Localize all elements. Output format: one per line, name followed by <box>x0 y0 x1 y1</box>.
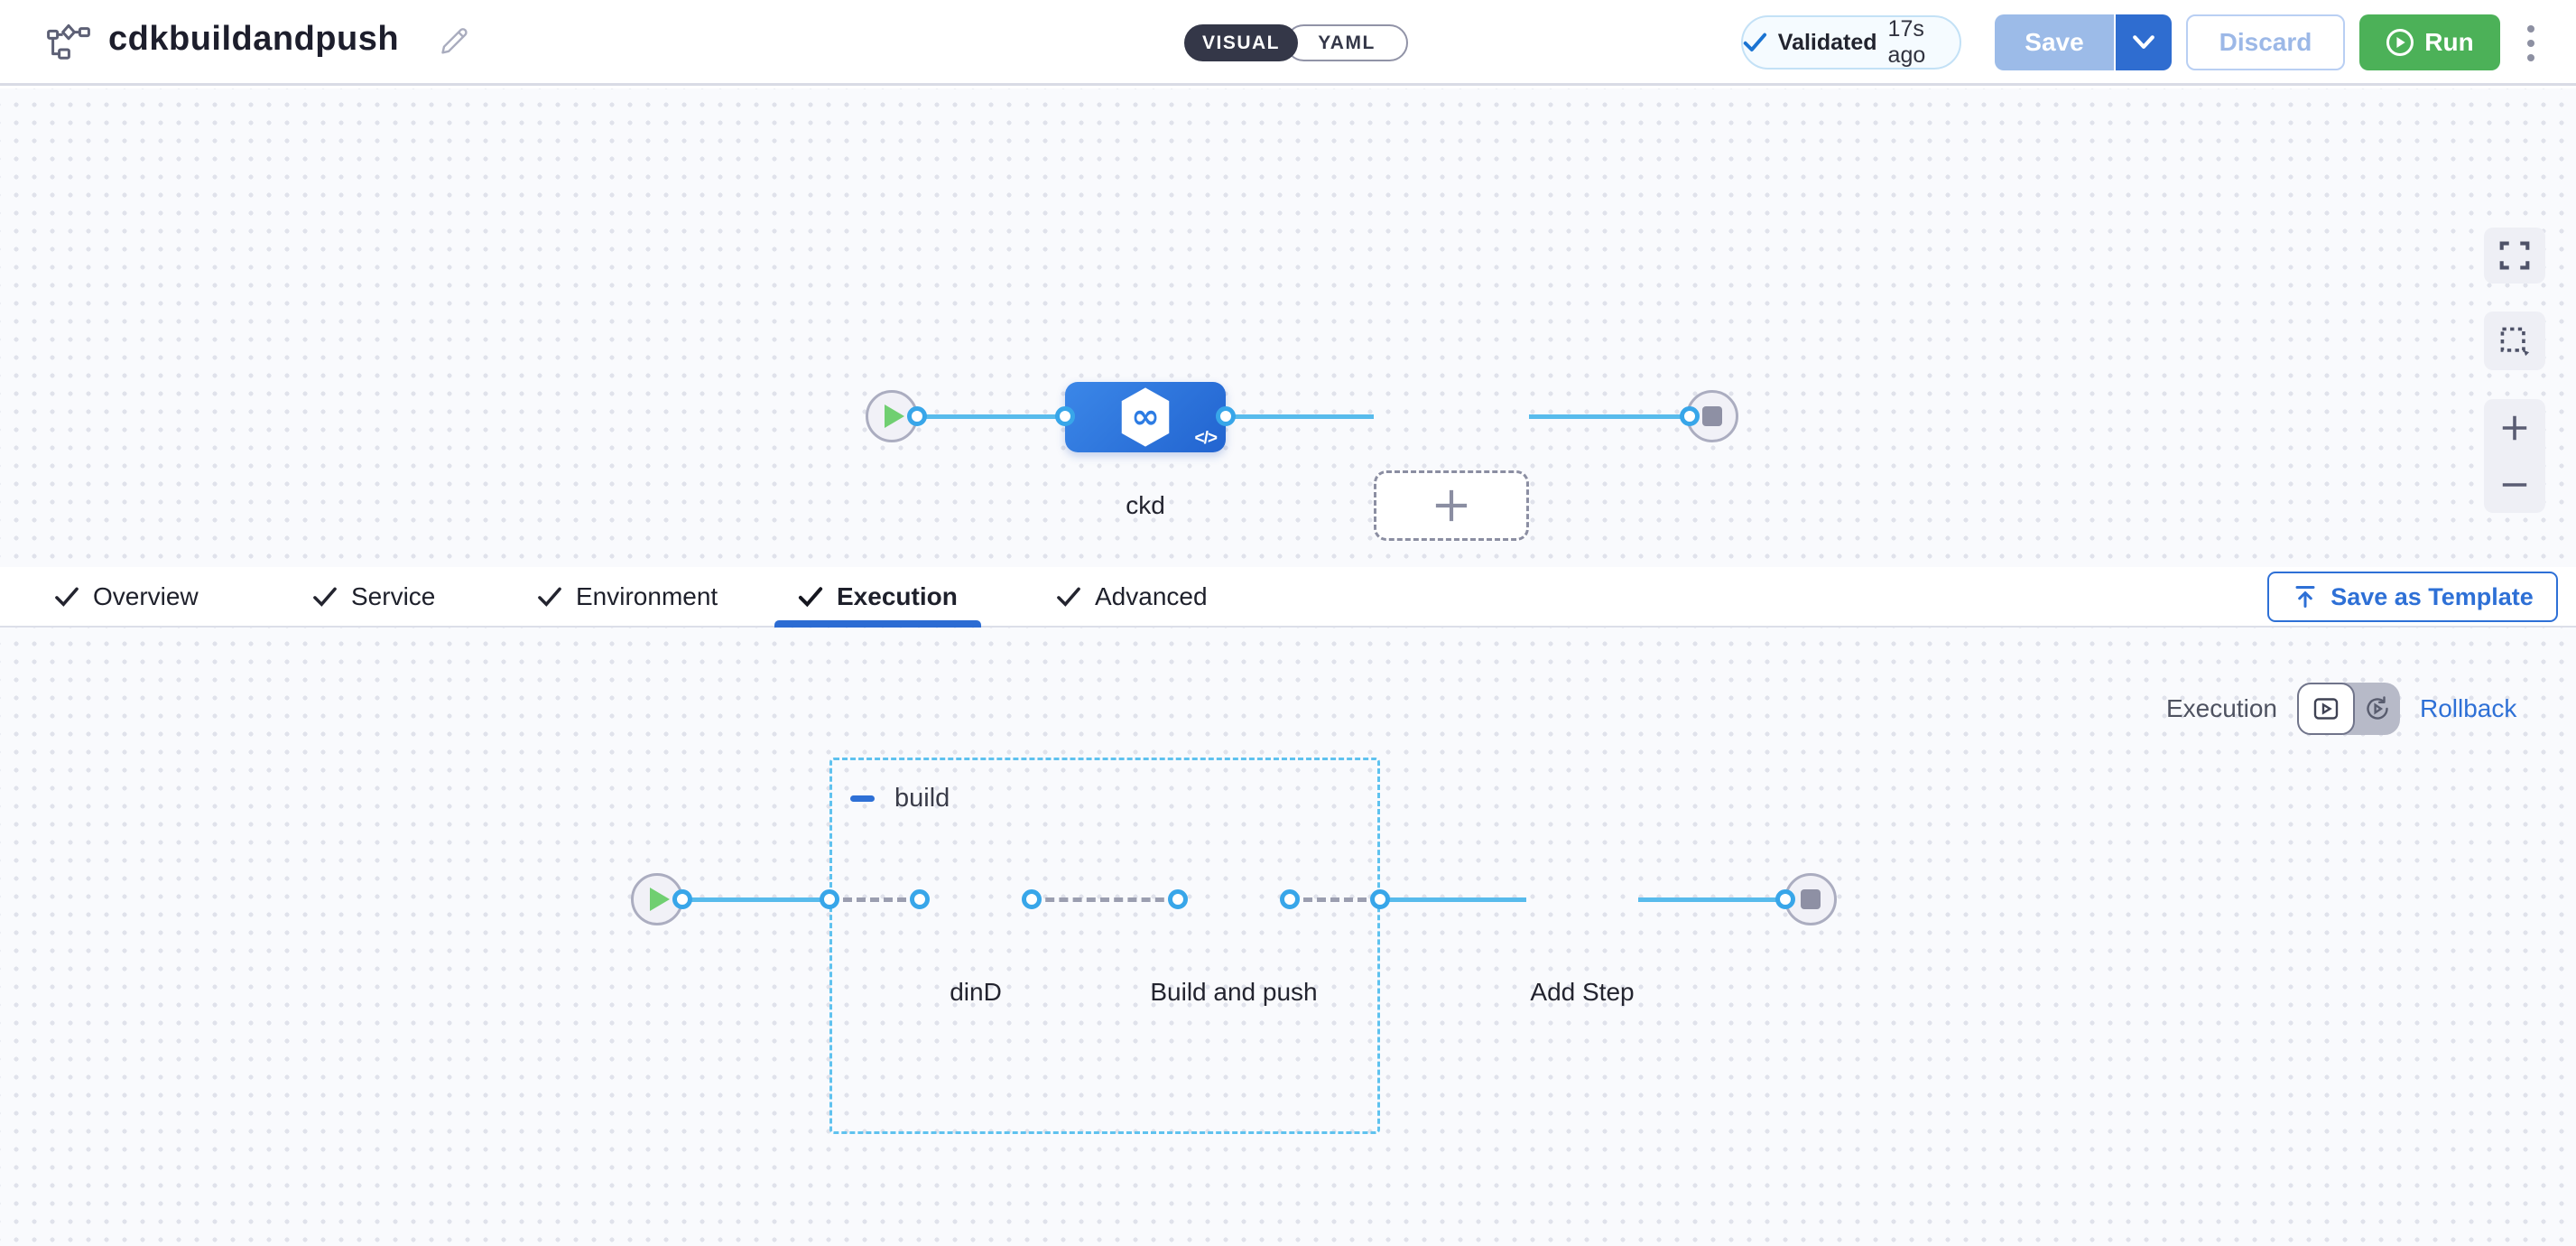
add-step-label: Add Step <box>1530 978 1635 1006</box>
save-options-button[interactable] <box>2116 14 2172 70</box>
tab-label: Advanced <box>1095 581 1208 610</box>
more-options-kebab[interactable] <box>2518 20 2544 67</box>
port-exec-end-in[interactable] <box>1775 889 1795 909</box>
play-icon <box>650 888 670 911</box>
upload-icon <box>2295 586 2315 608</box>
tab-label: Overview <box>93 581 199 610</box>
execution-segment-button[interactable] <box>2296 683 2355 735</box>
save-button[interactable]: Save <box>1995 14 2114 70</box>
visual-toggle-button[interactable]: VISUAL <box>1184 24 1298 61</box>
connector-addstep-to-end <box>1638 897 1785 902</box>
pipeline-icon <box>47 23 90 61</box>
header: cdkbuildandpush YAML VISUAL Validated 17… <box>0 0 2576 86</box>
execution-rollback-switch: Execution Rollback <box>2166 682 2576 736</box>
port-dind-out[interactable] <box>1022 889 1042 909</box>
connector-start-to-stage <box>917 414 1065 419</box>
stop-icon <box>1702 406 1722 426</box>
tab-label: Execution <box>837 581 958 610</box>
save-divider <box>2114 23 2116 61</box>
execution-rollback-toggle <box>2296 683 2400 735</box>
execution-canvas[interactable]: Execution Rollback <box>0 628 2576 1246</box>
group-label: build <box>894 784 950 813</box>
stage-canvas[interactable]: ∞ </> ckd Add Stage <box>0 88 2576 567</box>
visual-yaml-toggle: YAML VISUAL <box>1184 24 1408 61</box>
port-buildpush-out[interactable] <box>1280 889 1300 909</box>
marquee-select-icon <box>2500 327 2530 356</box>
stop-icon <box>1801 889 1821 909</box>
step-group-build[interactable]: build <box>829 758 1380 1134</box>
zoom-in-button[interactable] <box>2484 399 2545 456</box>
port-stage-out[interactable] <box>1216 406 1236 426</box>
rollback-link[interactable]: Rollback <box>2419 694 2517 722</box>
tab-check-icon <box>313 587 337 607</box>
validated-time: 17s ago <box>1887 16 1926 68</box>
connector-group-to-addstep <box>1380 897 1526 902</box>
port-exec-start-out[interactable] <box>672 889 692 909</box>
marquee-select-button[interactable] <box>2484 312 2545 370</box>
play-circle-icon <box>2386 28 2414 57</box>
rollback-icon <box>2367 696 2388 720</box>
connector-start-to-group <box>682 897 829 902</box>
fullscreen-button[interactable] <box>2484 228 2545 284</box>
yaml-toggle-button[interactable]: YAML <box>1285 24 1408 61</box>
tab-check-icon <box>798 586 823 607</box>
tab-environment[interactable]: Environment <box>514 567 741 626</box>
port-end-in[interactable] <box>1680 406 1700 426</box>
tab-advanced[interactable]: Advanced <box>1033 567 1231 626</box>
connector-dind-to-buildpush <box>1032 897 1178 902</box>
port-buildpush-in[interactable] <box>1168 889 1188 909</box>
port-dind-in[interactable] <box>910 889 930 909</box>
svg-text:∞: ∞ <box>1131 397 1160 437</box>
play-icon <box>885 404 904 428</box>
connector-addstage-to-end <box>1529 414 1690 419</box>
tab-check-icon <box>55 587 79 607</box>
validation-status-badge[interactable]: Validated 17s ago <box>1741 15 1961 70</box>
zoom-controls <box>2484 399 2545 513</box>
stage-node-ckd[interactable]: ∞ </> <box>1065 382 1226 452</box>
run-label: Run <box>2424 28 2474 56</box>
tab-overview[interactable]: Overview <box>31 567 222 626</box>
plus-icon <box>1435 489 1468 522</box>
add-stage-button[interactable] <box>1374 470 1529 541</box>
discard-button[interactable]: Discard <box>2186 14 2345 70</box>
connector-group-to-dind <box>829 897 920 902</box>
validated-label: Validated <box>1777 29 1877 55</box>
stage-config-tabbar: Overview Service Environment Execution A… <box>0 567 2576 628</box>
port-start-out[interactable] <box>907 406 927 426</box>
port-group-out[interactable] <box>1370 889 1390 909</box>
fullscreen-icon <box>2499 241 2530 270</box>
tab-service[interactable]: Service <box>289 567 459 626</box>
zoom-out-icon <box>2502 482 2527 487</box>
group-header: build <box>850 784 950 814</box>
zoom-in-icon <box>2502 415 2527 440</box>
rollback-segment-button[interactable] <box>2355 683 2400 735</box>
execution-play-icon <box>2313 698 2339 720</box>
code-view-badge[interactable]: </> <box>1194 429 1219 448</box>
save-as-template-label: Save as Template <box>2330 582 2534 610</box>
save-as-template-button[interactable]: Save as Template <box>2267 572 2558 622</box>
save-split-button: Save <box>1995 14 2172 70</box>
chevron-down-icon <box>2133 35 2154 49</box>
zoom-out-button[interactable] <box>2484 456 2545 513</box>
run-button[interactable]: Run <box>2359 14 2500 70</box>
step-label-build-and-push: Build and push <box>1150 978 1318 1006</box>
ci-stage-icon: ∞ <box>1121 387 1170 447</box>
tab-label: Service <box>351 581 436 610</box>
connector-buildpush-to-groupout <box>1290 897 1380 902</box>
tab-check-icon <box>538 587 561 607</box>
validated-check-icon <box>1743 33 1767 51</box>
connector-stage-to-addstage <box>1226 414 1374 419</box>
stage-label: ckd <box>1126 491 1165 519</box>
execution-mode-label: Execution <box>2166 694 2277 722</box>
tab-label: Environment <box>576 581 718 610</box>
collapse-group-icon[interactable] <box>850 795 875 802</box>
tab-check-icon <box>1057 587 1080 607</box>
pipeline-title: cdkbuildandpush <box>108 20 400 58</box>
port-group-in[interactable] <box>820 889 839 909</box>
tab-execution[interactable]: Execution <box>774 567 981 628</box>
edit-pencil-icon[interactable] <box>439 25 471 58</box>
step-label-dind: dinD <box>950 978 1002 1006</box>
port-stage-in[interactable] <box>1055 406 1075 426</box>
exec-flow-end-node[interactable] <box>1784 873 1837 925</box>
